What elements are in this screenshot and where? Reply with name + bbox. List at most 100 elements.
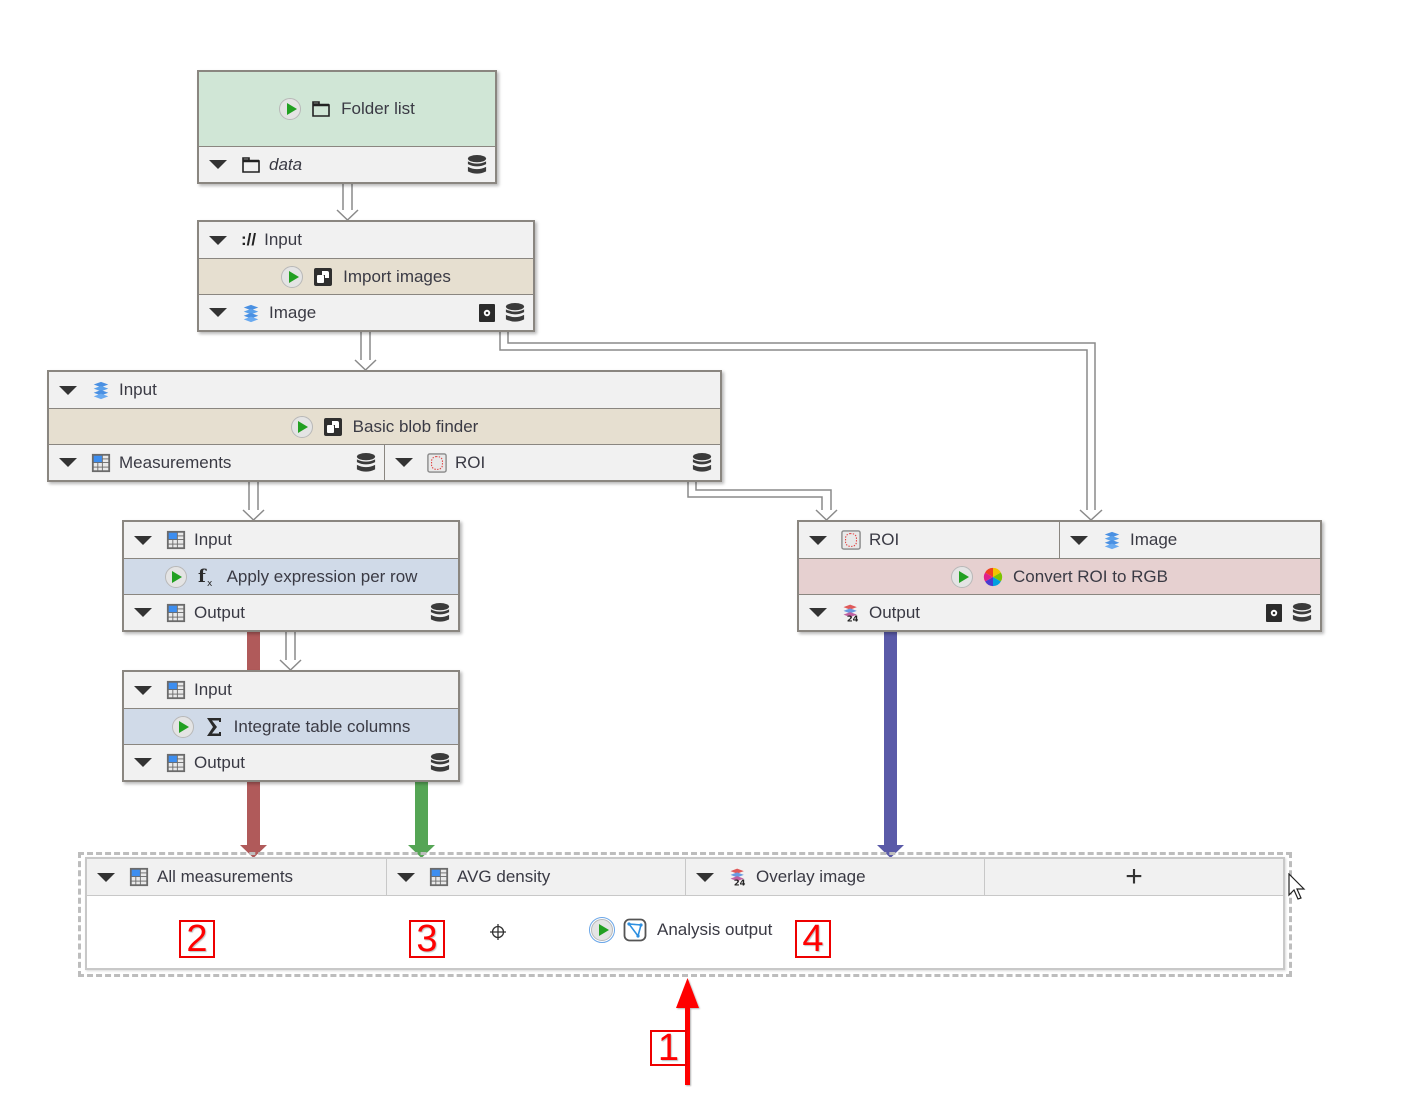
run-button[interactable] [951,565,974,588]
database-icon[interactable] [692,452,712,473]
node-analysis-output[interactable]: All measurements AVG density 24 Overlay … [85,857,1285,970]
node-folder-list[interactable]: Folder list data [197,70,497,184]
database-icon[interactable] [505,302,525,323]
port-label: Overlay image [756,867,866,886]
chevron-down-icon[interactable] [59,458,77,467]
edge-blob-to-expression [242,481,265,522]
image-stack-icon [241,303,261,323]
add-input-button[interactable]: + [984,859,1283,895]
chevron-down-icon[interactable] [134,608,152,617]
edge-integrate-to-avg-density [408,781,435,858]
table-icon [91,453,111,473]
node-title-bar[interactable]: Folder list [199,72,495,146]
port-label: Output [869,602,921,622]
node-title: Convert ROI to RGB [1013,566,1168,586]
port-label: Input [119,380,157,399]
node-title: Folder list [341,99,415,118]
node-convert-roi-to-rgb[interactable]: ROI Image Convert ROI to RGB 24 Output [797,520,1322,632]
node-title-bar[interactable]: Integrate table columns [124,708,458,744]
run-button[interactable] [589,917,615,943]
database-icon[interactable] [1292,602,1312,623]
chevron-down-icon[interactable] [395,458,413,467]
table-icon [166,603,186,623]
chevron-down-icon[interactable] [809,608,827,617]
input-port-input[interactable]: Input [124,672,458,708]
node-import-images[interactable]: :// Input Import images Image [197,220,535,332]
node-title-bar[interactable]: Basic blob finder [49,408,720,444]
port-label: Input [194,530,232,549]
chevron-down-icon[interactable] [209,308,227,317]
input-port-roi[interactable]: ROI [799,522,1059,558]
run-button[interactable] [290,415,313,438]
input-port-image[interactable]: Image [1059,522,1320,558]
table-icon [166,530,186,550]
chevron-down-icon[interactable] [696,872,714,882]
graph-icon [623,918,647,942]
chevron-down-icon[interactable] [397,872,415,882]
chevron-down-icon[interactable] [134,535,152,545]
move-handle-icon[interactable] [489,923,507,946]
database-icon[interactable] [467,154,487,175]
port-label: Input [194,680,232,699]
sigma-icon [204,717,224,737]
svg-text:x: x [207,579,213,588]
output-port-measurements[interactable]: Measurements [49,445,384,480]
svg-text:24: 24 [847,613,859,623]
chevron-down-icon[interactable] [134,685,152,695]
node-title-bar[interactable]: Import images [199,258,533,294]
chevron-down-icon[interactable] [809,535,827,545]
output-port-data[interactable]: data [199,147,495,182]
input-port-overlay-image[interactable]: 24 Overlay image [685,859,984,895]
annotation-label-1: 1 [650,1029,687,1067]
edge-expression-to-integrate [279,631,302,672]
image-stack-icon [1102,530,1122,550]
algorithm-icon [313,267,333,287]
output-port-output[interactable]: Output [124,745,458,780]
compartment-selection-outline [78,852,1292,977]
port-label: Measurements [119,452,232,472]
input-port-avg-density[interactable]: AVG density [386,859,685,895]
edge-blob-roi-to-convert [687,481,838,522]
database-icon[interactable] [430,602,450,623]
image-stack-icon [91,380,111,400]
node-title: Basic blob finder [352,416,479,436]
port-label: Image [269,302,317,322]
input-port-all-measurements[interactable]: All measurements [87,859,386,895]
output-port-image[interactable]: Image [199,295,533,330]
table-icon [429,867,449,887]
run-button[interactable] [164,565,187,588]
node-title: Analysis output [657,920,773,939]
chevron-down-icon[interactable] [1070,535,1088,545]
roi-icon [427,452,447,473]
run-button[interactable] [281,265,304,288]
input-port-input[interactable]: :// Input [199,222,533,258]
run-button[interactable] [279,98,302,120]
input-port-input[interactable]: Input [124,522,458,558]
chevron-down-icon[interactable] [97,872,115,882]
chevron-down-icon[interactable] [209,235,227,245]
database-icon[interactable] [356,452,376,473]
cache-icon[interactable] [477,303,497,323]
output-port-output[interactable]: 24 Output [799,595,1320,630]
chevron-down-icon[interactable] [59,385,77,395]
chevron-down-icon[interactable] [134,758,152,767]
run-button[interactable] [171,715,194,738]
node-integrate-table-columns[interactable]: Input Integrate table columns Output [122,670,460,782]
database-icon[interactable] [430,752,450,773]
svg-text:24: 24 [734,877,746,887]
node-title-bar[interactable]: Convert ROI to RGB [799,558,1320,594]
node-basic-blob-finder[interactable]: Input Basic blob finder Measurements ROI [47,370,722,482]
input-port-input[interactable]: Input [49,372,720,408]
node-title-bar[interactable]: Analysis output [589,917,773,943]
node-title: Apply expression per row [226,566,418,586]
port-label: data [269,154,303,174]
port-label: ROI [869,530,900,549]
port-label: Input [264,230,302,249]
chevron-down-icon[interactable] [209,160,227,169]
output-port-output[interactable]: Output [124,595,458,630]
cache-icon[interactable] [1264,603,1284,623]
output-port-roi[interactable]: ROI [384,445,720,480]
